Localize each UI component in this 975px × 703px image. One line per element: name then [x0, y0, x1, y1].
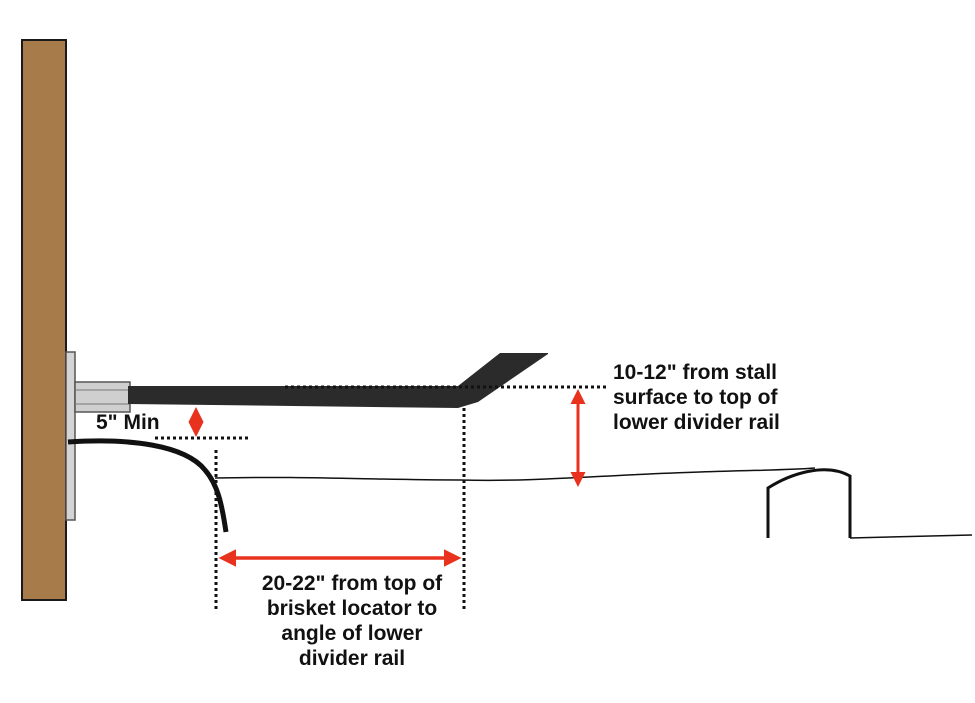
brisket-distance-label-line: brisket locator to — [266, 597, 438, 620]
curb-floor-line — [849, 534, 973, 539]
wooden-post — [21, 39, 67, 601]
brisket-distance-label-line: 20-22" from top of — [261, 572, 443, 595]
lower-divider-rail — [128, 353, 548, 408]
brisket-distance-label-line: divider rail — [298, 647, 406, 670]
brisket-distance-label: 20-22" from top of brisket locator to an… — [232, 571, 472, 671]
rail-height-label-line: lower divider rail — [613, 411, 780, 434]
curb-outline — [766, 468, 852, 538]
stall-surface-line — [214, 467, 816, 482]
rail-height-label-line: 10-12" from stall — [613, 361, 778, 384]
rail-bracket — [74, 381, 131, 413]
mounting-plate — [65, 351, 76, 521]
rail-height-label-line: surface to top of — [613, 386, 778, 409]
min-clearance-label: 5" Min — [96, 411, 160, 434]
brisket-distance-label-line: angle of lower — [281, 622, 423, 645]
brisket-locator — [67, 438, 229, 533]
rail-height-label: 10-12" from stall surface to top of lowe… — [613, 360, 780, 435]
